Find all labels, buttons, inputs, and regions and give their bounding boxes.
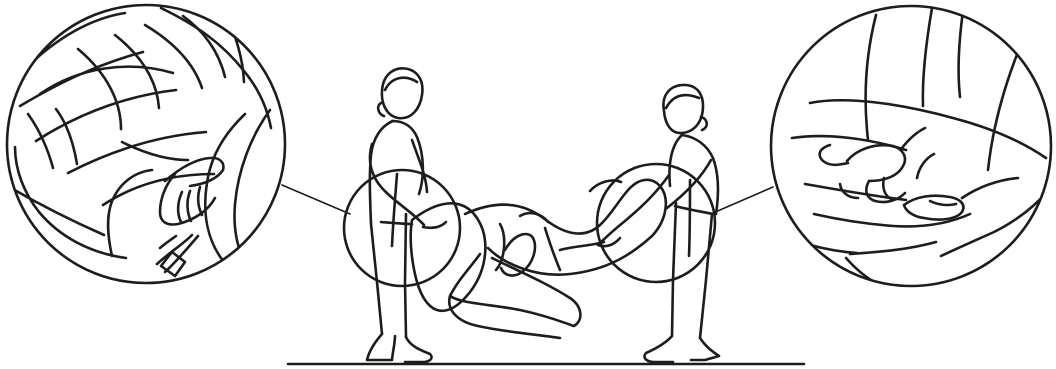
left-callout-connector bbox=[282, 185, 350, 214]
massage-chair bbox=[411, 180, 666, 338]
right-carrier bbox=[598, 85, 719, 362]
left-detail-callout bbox=[0, 0, 300, 300]
right-detail-callout bbox=[760, 0, 1056, 300]
right-callout-connector bbox=[713, 187, 773, 213]
left-hand-callout-ring bbox=[344, 170, 460, 286]
left-carrier bbox=[367, 68, 446, 362]
